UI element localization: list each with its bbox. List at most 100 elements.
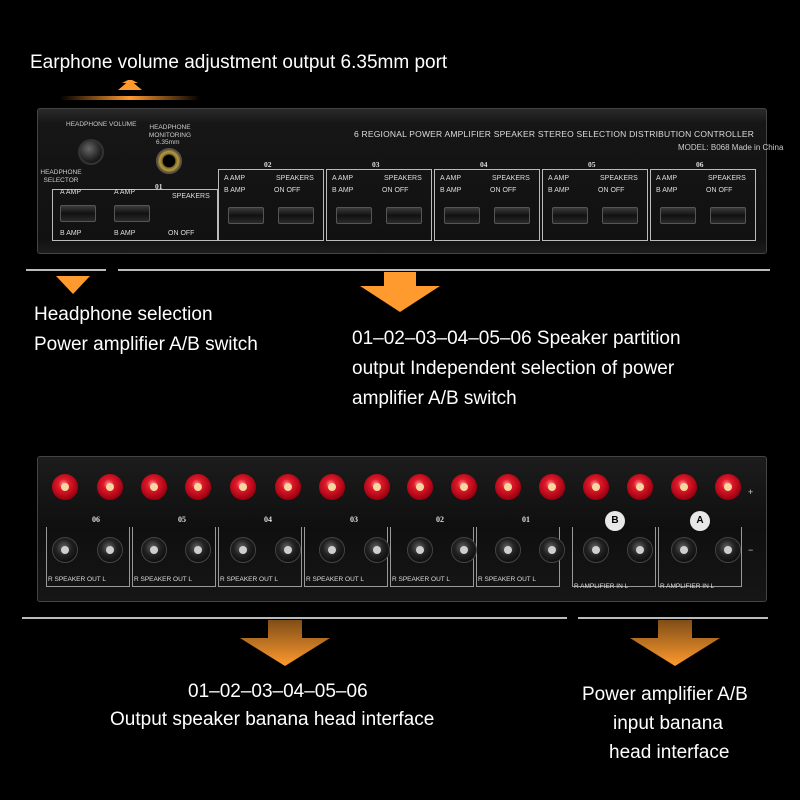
zone-03-number: 03 (372, 160, 380, 169)
speaker-partition-label: 01–02–03–04–05–06 Speaker partition (352, 328, 681, 349)
speaker-out-label: R SPEAKER OUT L (48, 576, 107, 583)
binding-post-black[interactable] (583, 537, 609, 563)
amp-b-label: B AMP (440, 187, 462, 194)
amplifier-in-label: R AMPLIFIER IN L (574, 583, 629, 590)
panel-title: 6 REGIONAL POWER AMPLIFIER SPEAKER STERE… (354, 129, 755, 139)
zone-04-box (434, 169, 540, 241)
amp-a-label: A AMP (656, 175, 678, 182)
speaker-out-label: R SPEAKER OUT L (478, 576, 537, 583)
binding-post-red[interactable] (97, 474, 123, 500)
binding-post-red[interactable] (230, 474, 256, 500)
binding-post-red[interactable] (539, 474, 565, 500)
amp-b-label: B AMP (60, 230, 82, 237)
binding-post-red[interactable] (185, 474, 211, 500)
binding-post-red[interactable] (583, 474, 609, 500)
binding-post-red[interactable] (495, 474, 521, 500)
output-02-number: 02 (436, 515, 444, 524)
amp-a-label: A AMP (440, 175, 462, 182)
speaker-partition-label-2: output Independent selection of power (352, 358, 675, 379)
binding-post-black[interactable] (671, 537, 697, 563)
binding-post-black[interactable] (364, 537, 390, 563)
speakers-label: SPEAKERS (276, 175, 314, 182)
input-b-badge: B (605, 511, 625, 531)
output-06-number: 06 (92, 515, 100, 524)
binding-post-red[interactable] (451, 474, 477, 500)
binding-post-red[interactable] (364, 474, 390, 500)
binding-post-black[interactable] (715, 537, 741, 563)
up-arrow-icon (60, 80, 200, 100)
zone-03-box (326, 169, 432, 241)
binding-post-black[interactable] (627, 537, 653, 563)
binding-post-black[interactable] (230, 537, 256, 563)
zone-04-amp-switch[interactable] (444, 207, 480, 224)
binding-post-black[interactable] (275, 537, 301, 563)
binding-post-black[interactable] (495, 537, 521, 563)
amp-a-label: A AMP (548, 175, 570, 182)
zone-03-amp-switch[interactable] (336, 207, 372, 224)
binding-post-black[interactable] (451, 537, 477, 563)
divider-line-right (118, 269, 770, 271)
binding-post-red[interactable] (52, 474, 78, 500)
earphone-port-label: Earphone volume adjustment output 6.35mm… (30, 52, 448, 73)
headphone-a-b-switch-2[interactable] (114, 205, 150, 222)
down-arrow-icon (56, 276, 90, 294)
jack-size-label: 6.35mm (156, 139, 180, 146)
minus-sign: − (748, 545, 754, 555)
binding-post-red[interactable] (715, 474, 741, 500)
divider-line-left (26, 269, 106, 271)
output-group-06 (46, 527, 130, 587)
headphone-selector-label: HEADPHONE SELECTOR (40, 169, 82, 184)
speaker-out-label: R SPEAKER OUT L (134, 576, 193, 583)
binding-post-red[interactable] (275, 474, 301, 500)
binding-post-red[interactable] (141, 474, 167, 500)
binding-post-black[interactable] (141, 537, 167, 563)
binding-post-black[interactable] (97, 537, 123, 563)
zone-01-number: 01 (155, 182, 163, 191)
output-group-05 (132, 527, 216, 587)
down-arrow-icon (360, 272, 440, 312)
zone-05-box (542, 169, 648, 241)
input-group-a (658, 527, 742, 587)
amp-a-label: A AMP (224, 175, 246, 182)
binding-post-black[interactable] (185, 537, 211, 563)
binding-post-red[interactable] (407, 474, 433, 500)
binding-post-red[interactable] (627, 474, 653, 500)
headphone-volume-knob[interactable] (78, 139, 104, 165)
on-off-label: ON OFF (382, 187, 409, 194)
zone-02-speaker-switch[interactable] (278, 207, 314, 224)
binding-post-black[interactable] (539, 537, 565, 563)
speaker-out-label: R SPEAKER OUT L (306, 576, 365, 583)
zone-04-speaker-switch[interactable] (494, 207, 530, 224)
output-05-number: 05 (178, 515, 186, 524)
zone-02-amp-switch[interactable] (228, 207, 264, 224)
amp-b-label: B AMP (332, 187, 354, 194)
headphone-monitoring-label: HEADPHONE MONITORING (148, 124, 192, 139)
zone-06-amp-switch[interactable] (660, 207, 696, 224)
binding-post-red[interactable] (319, 474, 345, 500)
on-off-label: ON OFF (168, 230, 195, 237)
input-group-b (572, 527, 656, 587)
headphone-jack[interactable] (156, 148, 182, 174)
zone-05-speaker-switch[interactable] (602, 207, 638, 224)
on-off-label: ON OFF (706, 187, 733, 194)
binding-post-red[interactable] (671, 474, 697, 500)
output-01-number: 01 (522, 515, 530, 524)
amp-a-label: A AMP (332, 175, 354, 182)
binding-post-black[interactable] (52, 537, 78, 563)
zone-04-number: 04 (480, 160, 488, 169)
input-interface-label-2: input banana (613, 713, 723, 734)
divider-line-left (22, 617, 567, 619)
output-interface-label-2: Output speaker banana head interface (110, 709, 435, 730)
speakers-label: SPEAKERS (172, 193, 210, 200)
output-interface-label: 01–02–03–04–05–06 (188, 681, 368, 702)
zone-03-speaker-switch[interactable] (386, 207, 422, 224)
binding-post-black[interactable] (407, 537, 433, 563)
zone-05-amp-switch[interactable] (552, 207, 588, 224)
zone-06-speaker-switch[interactable] (710, 207, 746, 224)
speaker-partition-label-3: amplifier A/B switch (352, 388, 517, 409)
speakers-label: SPEAKERS (708, 175, 746, 182)
on-off-label: ON OFF (274, 187, 301, 194)
binding-post-black[interactable] (319, 537, 345, 563)
zone-06-number: 06 (696, 160, 704, 169)
headphone-a-b-switch-1[interactable] (60, 205, 96, 222)
